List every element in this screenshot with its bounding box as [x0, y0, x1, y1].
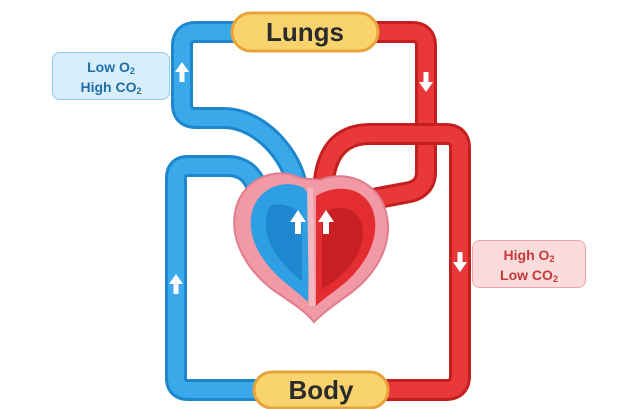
- lungs-label: Lungs: [232, 13, 378, 51]
- deoxygenated-info-box: Low O2 High CO2: [52, 52, 170, 100]
- high-co2-line: High CO2: [53, 77, 169, 97]
- low-oxygen-line: Low O2: [53, 57, 169, 77]
- heart-septum: [310, 188, 312, 306]
- low-co2-line: Low CO2: [473, 265, 585, 285]
- heart: [234, 173, 388, 322]
- oxygenated-info-box: High O2 Low CO2: [472, 240, 586, 288]
- high-oxygen-line: High O2: [473, 245, 585, 265]
- lungs-text: Lungs: [266, 17, 344, 47]
- body-text: Body: [289, 375, 355, 405]
- body-label: Body: [254, 372, 388, 408]
